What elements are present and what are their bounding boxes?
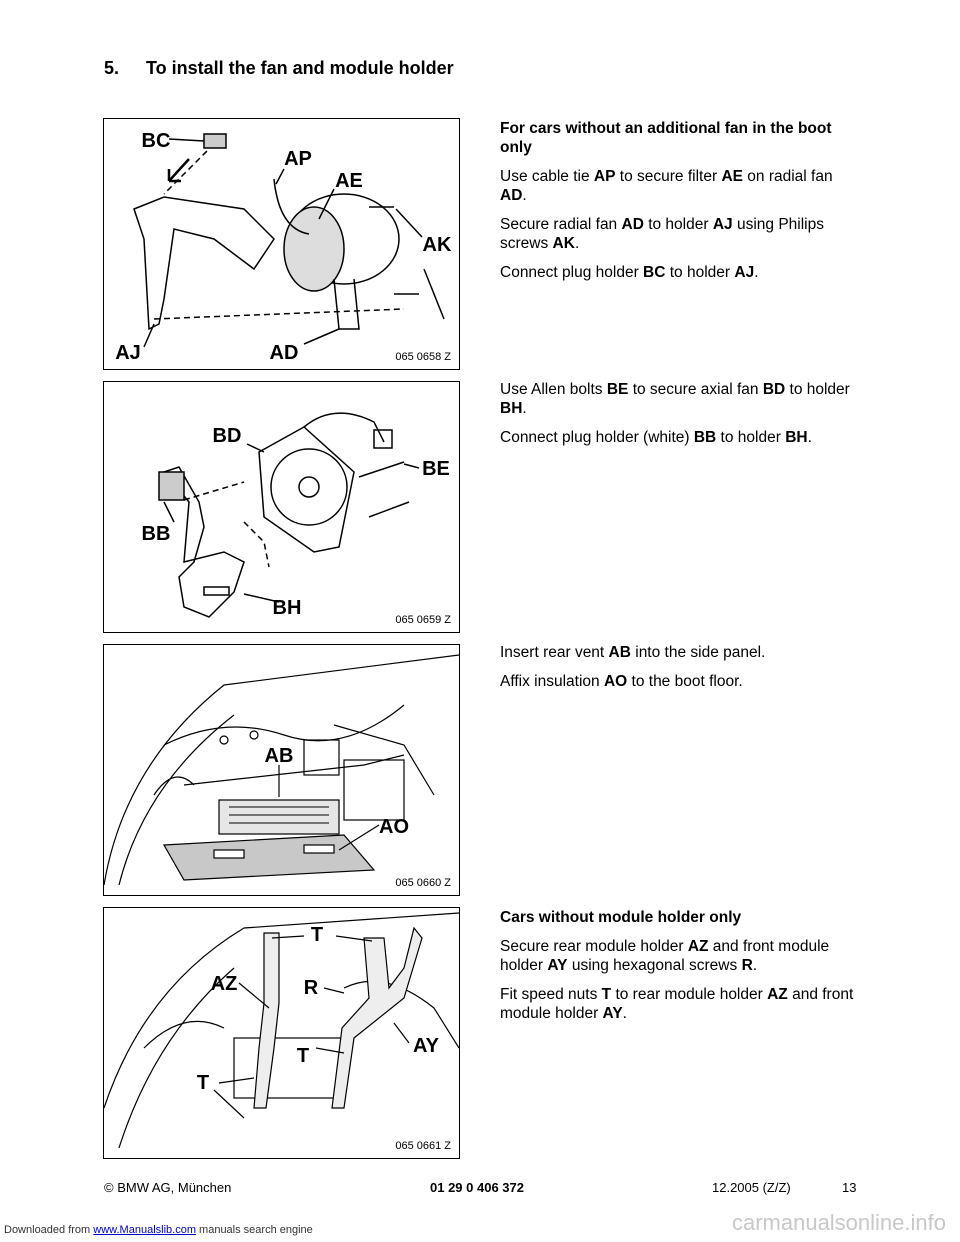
label-bd: BD	[213, 425, 242, 447]
label-r: R	[304, 977, 319, 999]
label-bh: BH	[273, 597, 302, 619]
figure-radial-fan: BC AP AE AK AJ AD 065 0658 Z	[103, 118, 460, 370]
label-ao: AO	[379, 816, 409, 838]
label-be: BE	[422, 458, 450, 480]
figure-id: 065 0658 Z	[395, 351, 451, 363]
watermark: carmanualsonline.info	[731, 1210, 946, 1235]
label-ad: AD	[270, 342, 299, 364]
figure-module-holder: T AZ R AY T T 065 0661 Z	[103, 907, 460, 1159]
figure-id: 065 0661 Z	[395, 1140, 451, 1152]
footer-copyright: © BMW AG, München	[104, 1180, 232, 1195]
instruction: Connect plug holder BC to holder AJ.	[500, 264, 759, 281]
lead-text: For cars without an additional fan in th…	[500, 120, 832, 156]
label-ab: AB	[265, 745, 294, 767]
instruction: Secure rear module holder AZ and front m…	[500, 938, 830, 974]
instruction: Connect plug holder (white) BB to holder…	[500, 429, 812, 446]
figure-boot-vent: AB AO 065 0660 Z	[103, 644, 460, 896]
footer-docnum: 01 29 0 406 372	[430, 1180, 524, 1195]
instruction: Fit speed nuts T to rear module holder A…	[500, 986, 854, 1022]
radial-fan-illustration: BC AP AE AK AJ AD	[115, 130, 452, 364]
instruction: Use Allen bolts BE to secure axial fan B…	[500, 381, 850, 417]
instruction: Use cable tie AP to secure filter AE on …	[500, 168, 833, 204]
label-bb: BB	[142, 523, 171, 545]
download-notice: Downloaded from www.Manualslib.com manua…	[4, 1224, 313, 1236]
instruction: Affix insulation AO to the boot floor.	[500, 673, 743, 690]
figure-id: 065 0660 Z	[395, 877, 451, 889]
label-aj: AJ	[115, 342, 141, 364]
text-block-1: For cars without an additional fan in th…	[500, 119, 860, 292]
figure-axial-fan: BD BE BB BH 065 0659 Z	[103, 381, 460, 633]
label-az: AZ	[211, 973, 238, 995]
section-title: To install the fan and module holder	[146, 58, 454, 78]
section-number: 5.	[104, 58, 120, 78]
text-block-3: Insert rear vent AB into the side panel.…	[500, 643, 860, 701]
label-ae: AE	[335, 170, 363, 192]
text-block-4: Cars without module holder only Secure r…	[500, 908, 860, 1033]
instruction: Secure radial fan AD to holder AJ using …	[500, 216, 824, 252]
text-block-2: Use Allen bolts BE to secure axial fan B…	[500, 380, 860, 457]
manualslib-link[interactable]: www.Manualslib.com	[93, 1224, 196, 1236]
boot-vent-illustration: AB AO	[104, 654, 459, 886]
figure-id: 065 0659 Z	[395, 614, 451, 626]
footer-date: 12.2005 (Z/Z)	[712, 1180, 791, 1195]
axial-fan-illustration: BD BE BB BH	[142, 412, 450, 619]
label-bc: BC	[142, 130, 171, 152]
label-t-middle: T	[297, 1045, 309, 1067]
label-t-bottom: T	[197, 1072, 209, 1094]
lead-text: Cars without module holder only	[500, 909, 742, 926]
label-t-top: T	[311, 924, 323, 946]
module-holder-illustration: T AZ R AY T T	[104, 912, 459, 1149]
label-ay: AY	[413, 1035, 440, 1057]
footer-page-number: 13	[842, 1180, 857, 1195]
section-heading: 5. To install the fan and module holder	[104, 58, 454, 79]
label-ap: AP	[284, 148, 312, 170]
label-ak: AK	[423, 234, 452, 256]
instruction: Insert rear vent AB into the side panel.	[500, 644, 766, 661]
